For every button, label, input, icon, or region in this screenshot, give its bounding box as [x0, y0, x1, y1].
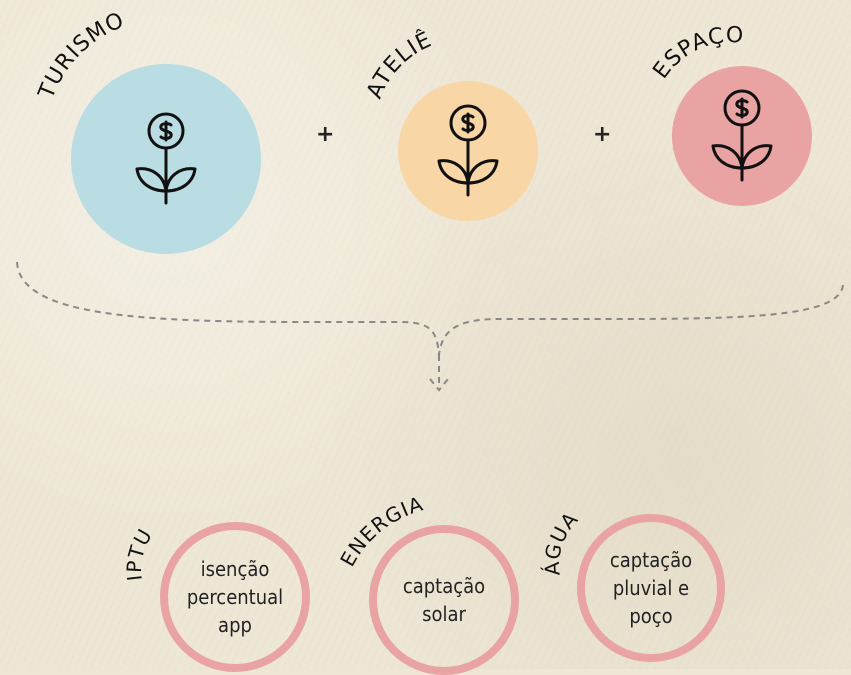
- outcome-line: captação: [609, 548, 693, 572]
- money-plant-icon: [711, 89, 773, 182]
- outcome-text-agua: captação pluvial e poço: [610, 546, 692, 630]
- source-circle-atelie: [398, 81, 538, 221]
- outcome-line: pluvial e: [612, 576, 690, 600]
- source-label-atelie: ATELIÊ: [362, 26, 436, 102]
- outcome-ring-iptu: isenção percentual app: [160, 522, 310, 672]
- money-plant-icon: [437, 104, 499, 197]
- source-circle-turismo: [71, 64, 261, 254]
- outcome-line: isenção: [200, 557, 270, 581]
- plus-operator-2: +: [593, 122, 612, 147]
- outcome-line: captação: [402, 574, 486, 598]
- merge-connector: [16, 261, 844, 392]
- plus-operator-1: +: [316, 122, 335, 147]
- arrow-down-icon: [429, 378, 449, 392]
- outcome-line: app: [218, 613, 252, 637]
- source-label-turismo: TURISMO: [34, 8, 129, 103]
- outcome-line: percentual: [186, 585, 284, 609]
- money-plant-icon: [135, 112, 197, 205]
- outcome-ring-agua: captação pluvial e poço: [577, 514, 725, 662]
- outcome-text-energia: captação solar: [403, 572, 485, 628]
- source-label-espaco: ESPAÇO: [649, 23, 745, 84]
- connector-right-branch: [438, 284, 844, 356]
- outcome-text-iptu: isenção percentual app: [187, 555, 283, 639]
- source-circle-espaco: [672, 66, 812, 206]
- outcome-line: solar: [422, 602, 466, 626]
- outcome-line: poço: [629, 604, 673, 628]
- outcome-label-energia: ENERGIA: [335, 491, 426, 570]
- outcome-label-iptu: IPTU: [122, 524, 157, 582]
- connector-left-branch: [16, 261, 440, 356]
- outcome-label-agua: ÁGUA: [540, 507, 583, 576]
